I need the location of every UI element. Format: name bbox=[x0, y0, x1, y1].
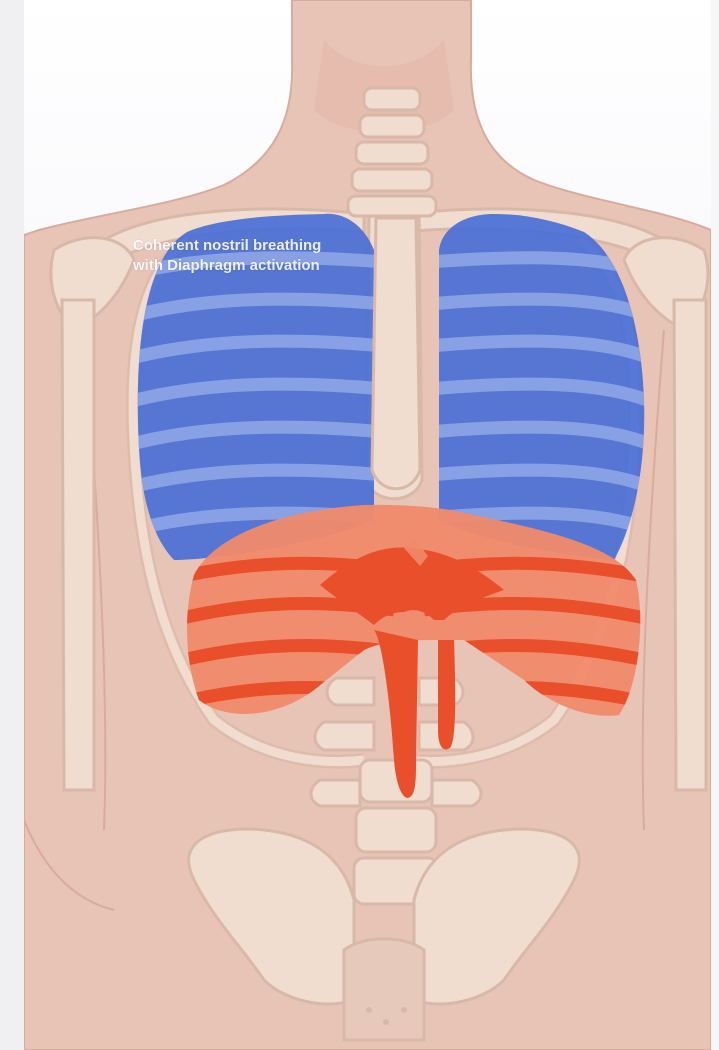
left-margin bbox=[0, 0, 24, 1050]
right-margin bbox=[711, 0, 719, 1050]
breathing-illustration bbox=[24, 0, 711, 1050]
